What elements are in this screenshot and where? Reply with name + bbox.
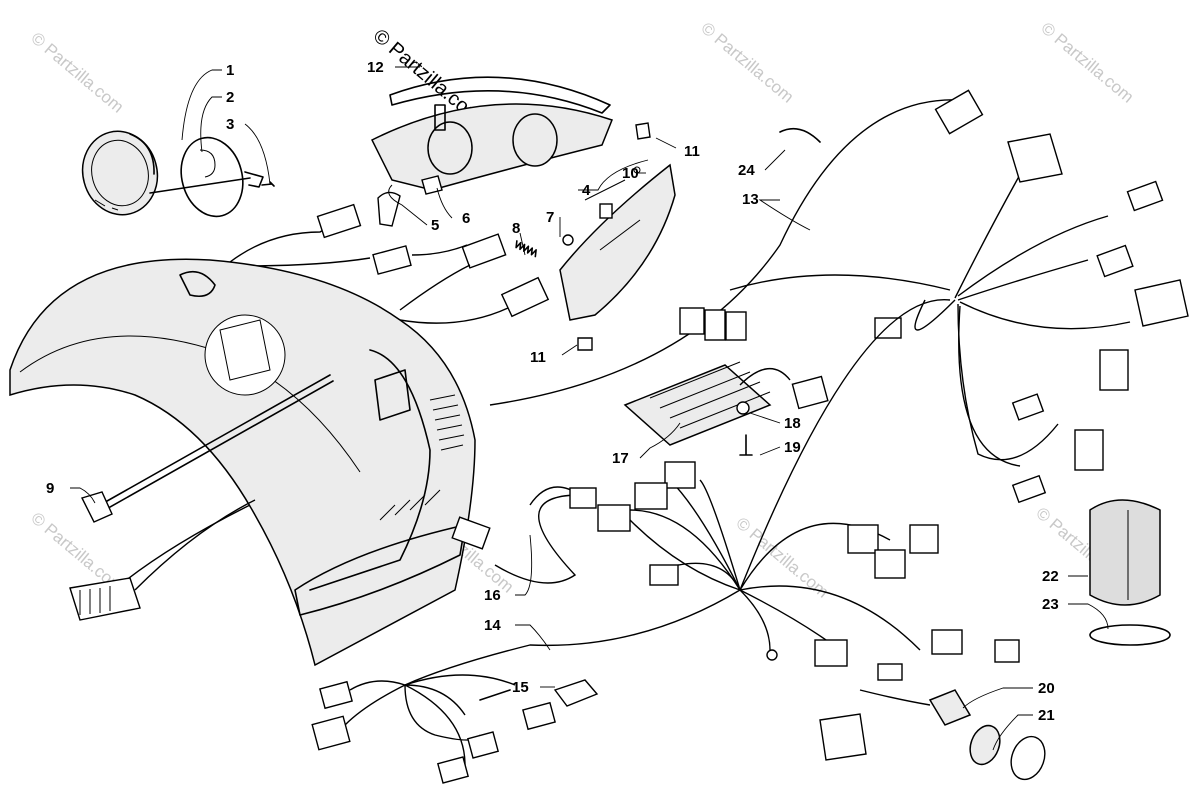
side-panel — [559, 163, 676, 321]
voltage-regulator — [623, 361, 829, 446]
watermark-text: © Partzilla.com — [1037, 19, 1137, 107]
callout-6: 6 — [462, 210, 470, 227]
bezel-part — [969, 724, 1001, 766]
callout-7: 7 — [546, 209, 554, 226]
leader-lines — [70, 66, 1109, 751]
headlight-lens — [81, 130, 159, 216]
callout-4: 4 — [582, 182, 591, 199]
spring-part — [515, 240, 537, 258]
callout-8: 8 — [512, 220, 520, 237]
callout-12: 12 — [367, 59, 384, 76]
connector — [877, 663, 903, 681]
instrument-pod — [370, 76, 613, 191]
headlight-harness — [229, 203, 550, 324]
callout-layer: 1 2 3 4 5 6 7 8 9 10 11 11 12 13 14 15 1… — [46, 59, 1059, 724]
bulb-socket — [377, 191, 401, 227]
callout-3: 3 — [226, 116, 234, 133]
sub-harness — [311, 674, 599, 784]
ring-clip — [779, 127, 821, 143]
connector — [569, 487, 597, 509]
lower-harness — [404, 299, 1020, 686]
connector — [597, 504, 631, 532]
callout-13: 13 — [742, 191, 759, 208]
connector — [634, 482, 668, 510]
callout-15: 15 — [512, 679, 529, 696]
front-fender — [9, 258, 476, 667]
callout-20: 20 — [1038, 680, 1055, 697]
bulb — [421, 175, 443, 195]
left-connector — [69, 499, 256, 621]
connector — [909, 524, 939, 554]
callout-11: 11 — [684, 143, 700, 160]
callout-18: 18 — [784, 415, 801, 432]
callout-16: 16 — [484, 587, 501, 604]
callout-14: 14 — [484, 617, 501, 634]
connector — [819, 713, 867, 761]
connector — [649, 564, 679, 586]
ground-terminal — [766, 649, 778, 661]
nut-part — [562, 234, 574, 246]
callout-2: 2 — [226, 89, 234, 106]
connector — [934, 89, 984, 135]
clip-part — [577, 337, 593, 351]
relay-cluster — [679, 307, 747, 341]
washer-part — [736, 401, 750, 415]
callout-11: 11 — [530, 349, 546, 366]
main-harness — [489, 99, 961, 406]
right-harness — [729, 133, 1189, 504]
ring-part — [1089, 624, 1171, 646]
sleeve-part — [1089, 499, 1161, 606]
clip-part — [635, 122, 651, 140]
connector — [814, 639, 848, 667]
switch-part — [819, 663, 972, 761]
connector — [931, 629, 963, 655]
connector — [451, 516, 491, 550]
callout-17: 17 — [612, 450, 629, 467]
callout-10: 10 — [622, 165, 639, 182]
connector — [664, 461, 696, 489]
callout-19: 19 — [784, 439, 801, 456]
connector — [874, 549, 906, 579]
callout-21: 21 — [1038, 707, 1055, 724]
callout-22: 22 — [1042, 568, 1059, 585]
connector — [847, 524, 879, 554]
bolt-part — [81, 374, 334, 523]
bezel-nut — [1010, 735, 1046, 781]
screw-part — [739, 434, 753, 456]
callout-23: 23 — [1042, 596, 1059, 613]
callout-9: 9 — [46, 480, 54, 497]
connector — [994, 639, 1020, 663]
watermark-text: © Partzilla.com — [697, 19, 797, 107]
callout-24: 24 — [738, 162, 755, 179]
callout-5: 5 — [431, 217, 439, 234]
watermark-text: © Partzilla.com — [27, 29, 127, 117]
headlight-housing — [149, 136, 264, 218]
callout-1: 1 — [226, 62, 234, 79]
screw-part — [261, 181, 275, 187]
